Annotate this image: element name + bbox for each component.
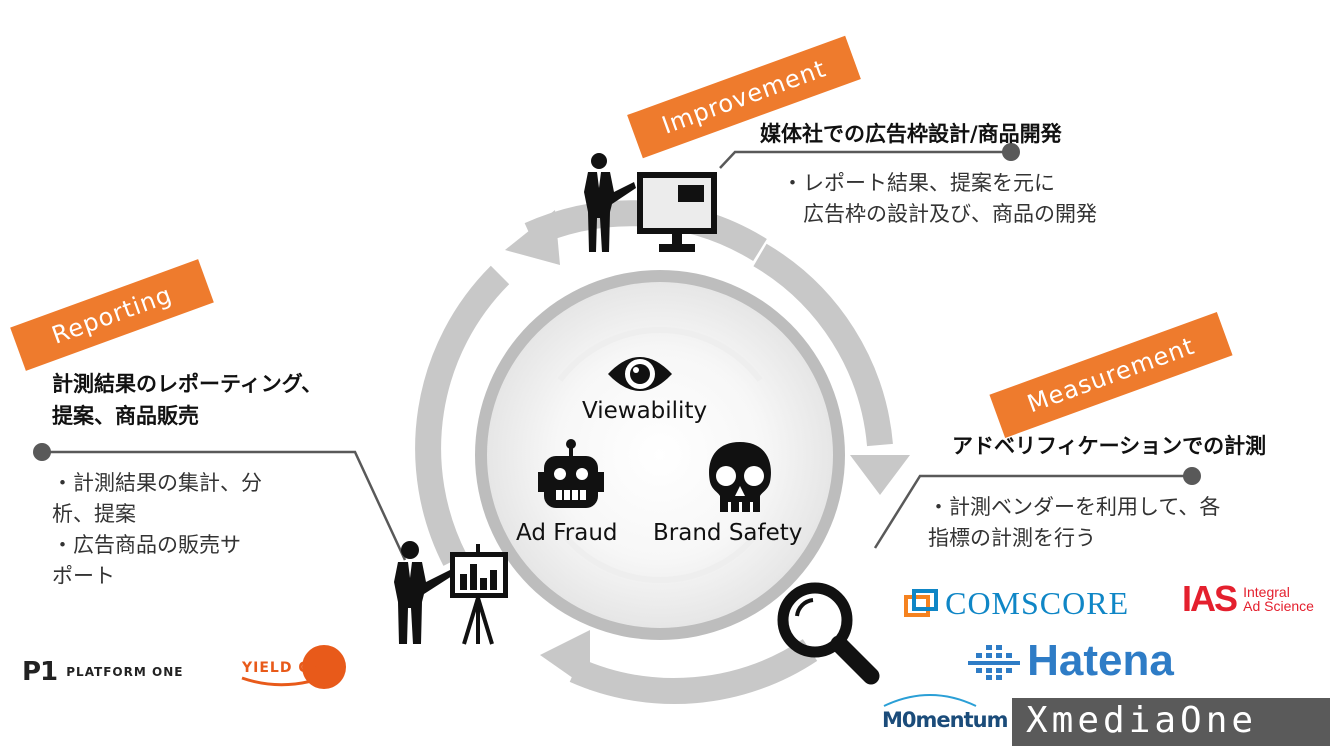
comscore-logo: COMSCORE <box>902 585 1129 622</box>
skull-icon <box>709 442 771 512</box>
momentum-logo: M0mentum <box>882 688 1008 732</box>
viewability-label: Viewability <box>582 398 708 424</box>
robot-icon <box>538 439 604 508</box>
improvement-title: 媒体社での広告枠設計/商品開発 <box>760 122 1062 146</box>
measurement-body: ・計測ベンダーを利用して、各 指標の計測を行う <box>928 495 1221 550</box>
presenter-monitor-icon <box>584 153 717 252</box>
ias-sub2: Ad Science <box>1243 598 1314 614</box>
improvement-body: ・レポート結果、提案を元に 広告枠の設計及び、商品の開発 <box>782 171 1097 226</box>
platform-one-mark: P1 <box>22 657 58 687</box>
ias-text: IAS <box>1182 578 1238 619</box>
xmediaone-text: XmediaOne <box>1026 700 1258 741</box>
cycle-arc-left <box>415 265 510 566</box>
hatena-mark-icon <box>968 645 1020 680</box>
eye-icon <box>608 357 672 391</box>
presenter-chart-icon <box>394 541 508 645</box>
yield-one-logo: YIELD ONE <box>238 644 346 689</box>
hatena-logo: Hatena <box>966 636 1174 686</box>
yield-one-swoosh <box>241 645 346 689</box>
reporting-body: ・計測結果の集計、分 析、提案 ・広告商品の販売サ ポート <box>52 471 262 588</box>
comscore-text: COMSCORE <box>945 585 1130 621</box>
ias-logo: IAS Integral Ad Science <box>1182 578 1314 620</box>
ias-sub1: Integral <box>1243 584 1290 600</box>
cycle-arc-right <box>753 243 910 495</box>
magnifier-icon <box>777 582 880 685</box>
ad-fraud-label: Ad Fraud <box>516 520 618 546</box>
measurement-title: アドベリフィケーションでの計測 <box>952 434 1267 458</box>
platform-one-text: PLATFORM ONE <box>66 665 184 679</box>
cycle-arc-bottom <box>540 630 818 705</box>
momentum-arc <box>883 694 977 707</box>
xmediaone-logo: XmediaOne <box>1012 698 1330 746</box>
yield-one-text: YIELD ONE <box>242 660 335 676</box>
momentum-text: M0mentum <box>882 708 1008 732</box>
comscore-mark-icon <box>904 588 938 617</box>
reporting-title-line2: 提案、商品販売 <box>52 404 199 428</box>
reporting-title-line1: 計測結果のレポーティング、 <box>52 372 323 396</box>
hatena-text: Hatena <box>1027 636 1174 685</box>
platform-one-logo: P1 PLATFORM ONE <box>22 657 183 687</box>
brand-safety-label: Brand Safety <box>653 520 803 546</box>
